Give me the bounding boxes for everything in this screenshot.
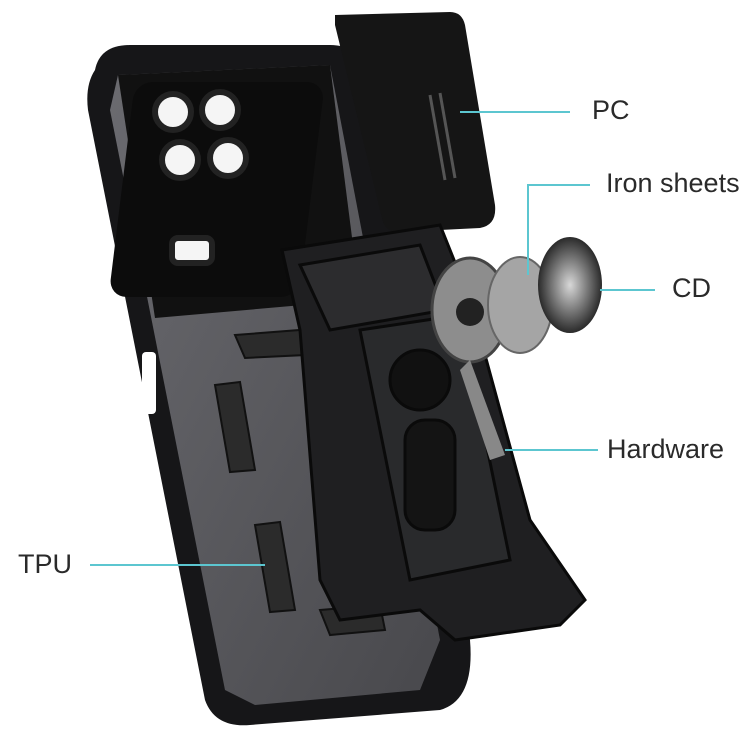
pc-slide-cover (335, 12, 496, 233)
label-hardware: Hardware (607, 434, 725, 464)
hardware-bracket (280, 223, 587, 642)
camera-holes (152, 89, 249, 266)
label-iron-sheets: Iron sheets (606, 168, 740, 198)
ring-holder (430, 237, 602, 460)
leader-lines (90, 111, 655, 566)
label-pc: PC (592, 95, 630, 125)
side-button (142, 352, 156, 414)
label-tpu: TPU (18, 549, 72, 579)
label-cd: CD (672, 273, 711, 303)
cd-disc (538, 237, 602, 333)
